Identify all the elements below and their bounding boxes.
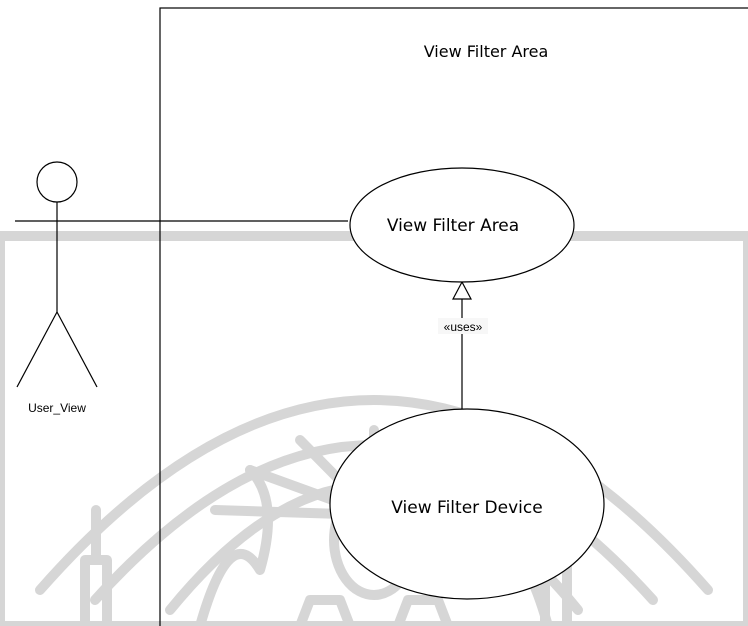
boundary-title: View Filter Area xyxy=(424,42,549,61)
use-case-view-filter-device[interactable]: View Filter Device xyxy=(330,409,604,599)
actor-head xyxy=(37,162,77,202)
actor-user-view: User_View xyxy=(15,162,99,415)
actor-right-leg xyxy=(57,312,97,387)
actor-left-leg xyxy=(17,312,57,387)
actor-name: User_View xyxy=(28,401,86,415)
use-case-label: View Filter Device xyxy=(391,498,542,518)
uses-label: «uses» xyxy=(444,320,483,334)
use-case-view-filter-area[interactable]: View Filter Area xyxy=(350,168,574,282)
uses-arrowhead xyxy=(453,282,471,299)
use-case-label: View Filter Area xyxy=(387,216,519,236)
